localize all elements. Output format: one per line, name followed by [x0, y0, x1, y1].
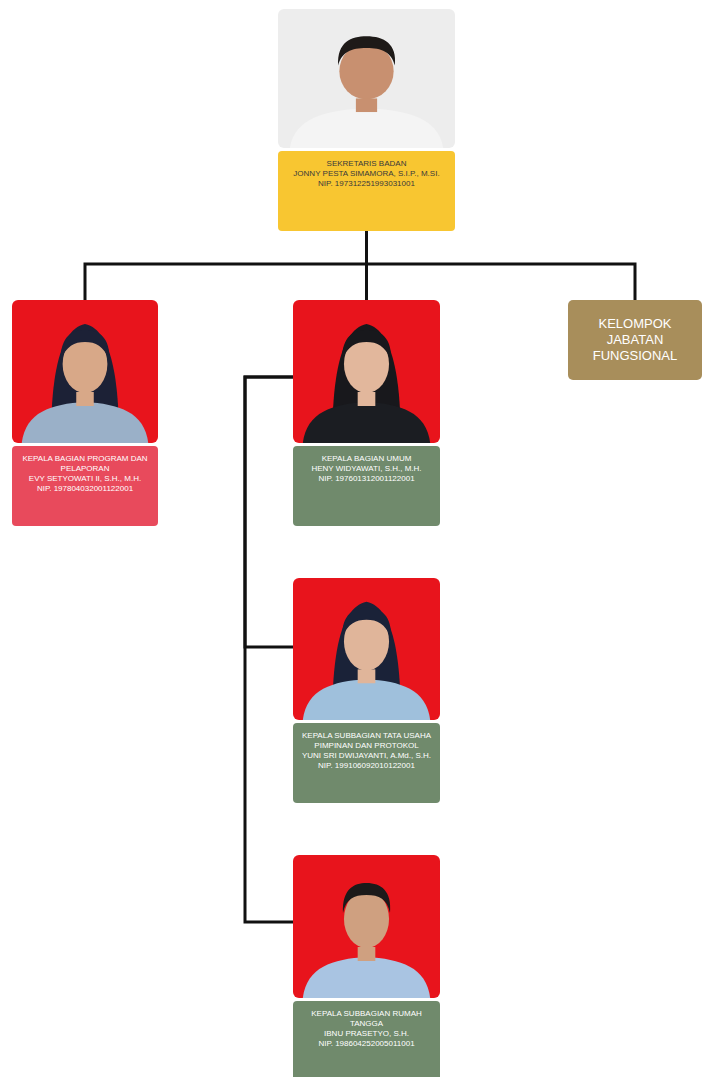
name-plate: KEPALA SUBBAGIAN RUMAH TANGGAIBNU PRASET… [293, 1001, 440, 1077]
portrait-frame [293, 855, 440, 998]
group-box: KELOMPOK JABATAN FUNGSIONAL [568, 300, 702, 380]
person-name: EVY SETYOWATI II, S.H., M.H. [20, 474, 150, 484]
name-plate: KEPALA SUBBAGIAN TATA USAHA PIMPINAN DAN… [293, 723, 440, 803]
employee-id: NIP. 197804032001122001 [20, 484, 150, 494]
portrait-frame [293, 578, 440, 720]
name-plate: SEKRETARIS BADANJONNY PESTA SIMAMORA, S.… [278, 151, 455, 231]
person-name: HENY WIDYAWATI, S.H., M.H. [301, 464, 432, 474]
name-plate: KEPALA BAGIAN PROGRAM DAN PELAPORANEVY S… [12, 446, 158, 526]
person-name: JONNY PESTA SIMAMORA, S.I.P., M.SI. [286, 169, 447, 179]
employee-id: NIP. 197312251993031001 [286, 179, 447, 189]
portrait-photo [278, 9, 455, 148]
portrait-photo [293, 300, 440, 443]
position-title: KEPALA BAGIAN PROGRAM DAN PELAPORAN [20, 454, 150, 474]
person-name: IBNU PRASETYO, S.H. [301, 1029, 432, 1039]
position-title: SEKRETARIS BADAN [286, 159, 447, 169]
employee-id: NIP. 198604252005011001 [301, 1039, 432, 1049]
position-title: KEPALA BAGIAN UMUM [301, 454, 432, 464]
employee-id: NIP. 197601312001122001 [301, 474, 432, 484]
person-card: KEPALA BAGIAN PROGRAM DAN PELAPORANEVY S… [12, 300, 158, 526]
org-connector [245, 377, 293, 647]
person-card: KEPALA SUBBAGIAN RUMAH TANGGAIBNU PRASET… [293, 855, 440, 1077]
name-plate: KEPALA BAGIAN UMUMHENY WIDYAWATI, S.H., … [293, 446, 440, 526]
portrait-frame [293, 300, 440, 443]
org-connector [245, 377, 293, 922]
person-name: YUNI SRI DWIJAYANTI, A.Md., S.H. [301, 751, 432, 761]
portrait-photo [293, 855, 440, 998]
person-card: SEKRETARIS BADANJONNY PESTA SIMAMORA, S.… [278, 9, 455, 231]
org-connector [85, 231, 367, 300]
org-connector [367, 231, 636, 300]
person-card: KEPALA BAGIAN UMUMHENY WIDYAWATI, S.H., … [293, 300, 440, 526]
position-title: KELOMPOK JABATAN FUNGSIONAL [574, 316, 696, 365]
portrait-frame [12, 300, 158, 443]
portrait-frame [278, 9, 455, 148]
portrait-photo [12, 300, 158, 443]
portrait-photo [293, 578, 440, 720]
person-card: KEPALA SUBBAGIAN TATA USAHA PIMPINAN DAN… [293, 578, 440, 803]
position-title: KEPALA SUBBAGIAN TATA USAHA PIMPINAN DAN… [301, 731, 432, 751]
employee-id: NIP. 199106092010122001 [301, 761, 432, 771]
position-title: KEPALA SUBBAGIAN RUMAH TANGGA [301, 1009, 432, 1029]
